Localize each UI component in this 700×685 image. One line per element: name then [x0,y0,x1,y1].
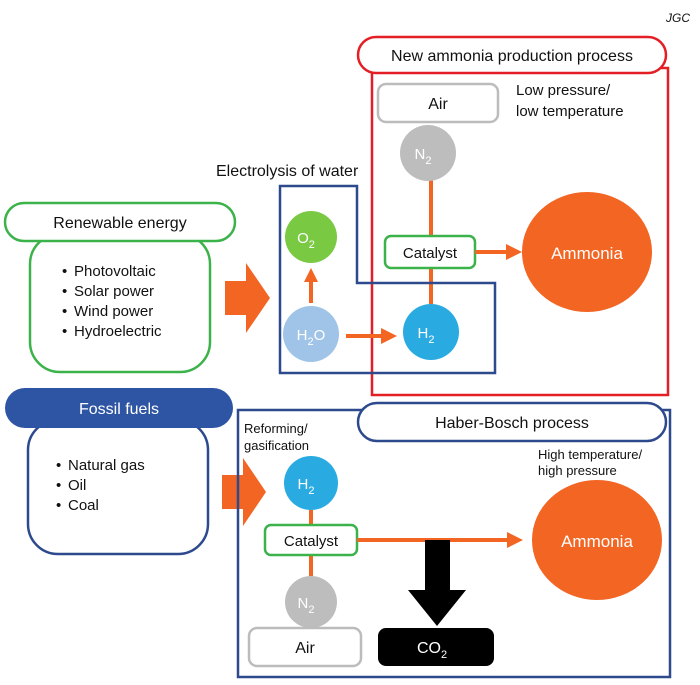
renewable-title: Renewable energy [53,215,186,232]
hb-h2-label: H2 [298,476,315,497]
renewable-item: Hydroelectric [74,323,162,340]
new-process-condition-line1: Low pressure/ [516,82,611,99]
renewable-bullet: • [62,303,67,320]
new-n2-circle [400,125,456,181]
fossil-title-box [5,388,233,428]
fossil-bullet: • [56,497,61,514]
renewable-item: Wind power [74,303,153,320]
fossil-bullet: • [56,477,61,494]
fossil-list-box [26,418,210,556]
hb-air-label: Air [295,640,315,657]
fossil-item: Natural gas [68,457,145,474]
fossil-item: Oil [68,477,86,494]
hb-arrowhead-ammonia [507,532,523,548]
electrolysis-title: Electrolysis of water [216,163,359,180]
h2o-label: H2O [297,327,326,348]
h2o-circle [283,306,339,362]
renewable-feed-arrow [225,263,270,333]
hb-ammonia-label: Ammonia [561,532,633,551]
fossil-list: • Natural gas • Oil • Coal [56,457,145,514]
hb-catalyst-label: Catalyst [284,533,339,550]
new-process-title: New ammonia production process [391,48,633,65]
o2-label: O2 [297,230,315,251]
fossil-item: Coal [68,497,99,514]
haber-bosch-title-box [356,401,668,443]
arrowhead-h2 [381,328,397,344]
reforming-line1: Reforming/ [244,421,308,436]
new-ammonia-ellipse [522,192,652,312]
renewable-bullet: • [62,283,67,300]
new-air-label: Air [428,96,448,113]
renewable-list: • Photovoltaic • Solar power • Wind powe… [62,263,162,340]
new-process-condition-line2: low temperature [516,103,624,120]
renewable-bullet: • [62,263,67,280]
hb-ammonia-ellipse [532,480,662,600]
fossil-bullet: • [56,457,61,474]
hb-h2-circle [284,456,338,510]
haber-bosch-condition-line2: high pressure [538,463,617,478]
reforming-line2: gasification [244,438,309,453]
arrowhead-o2 [304,268,318,282]
new-process-title-box [356,35,668,75]
renewable-item: Solar power [74,283,154,300]
hb-air-box [247,626,363,668]
new-ammonia-label: Ammonia [551,244,623,263]
new-catalyst-label: Catalyst [403,245,458,262]
h2-label: H2 [418,325,435,346]
renewable-bullet: • [62,323,67,340]
new-n2-label: N2 [415,146,432,167]
hb-n2-label: N2 [298,595,315,616]
hb-n2-circle [285,576,337,628]
renewable-item: Photovoltaic [74,263,156,280]
new-arrowhead-ammonia [506,244,522,260]
electrolysis-frame [278,184,497,375]
co2-box [378,628,494,666]
new-air-box [376,82,500,124]
renewable-title-box [3,201,237,243]
fossil-title: Fossil fuels [79,401,159,418]
o2-circle [285,211,337,263]
haber-bosch-title: Haber-Bosch process [435,415,589,432]
haber-bosch-condition-line1: High temperature/ [538,447,642,462]
co2-label: CO2 [417,640,447,661]
h2-circle [403,304,459,360]
co2-emission-arrow [408,540,466,626]
credit-label: JGC [665,11,690,25]
fossil-feed-arrow [222,458,266,526]
